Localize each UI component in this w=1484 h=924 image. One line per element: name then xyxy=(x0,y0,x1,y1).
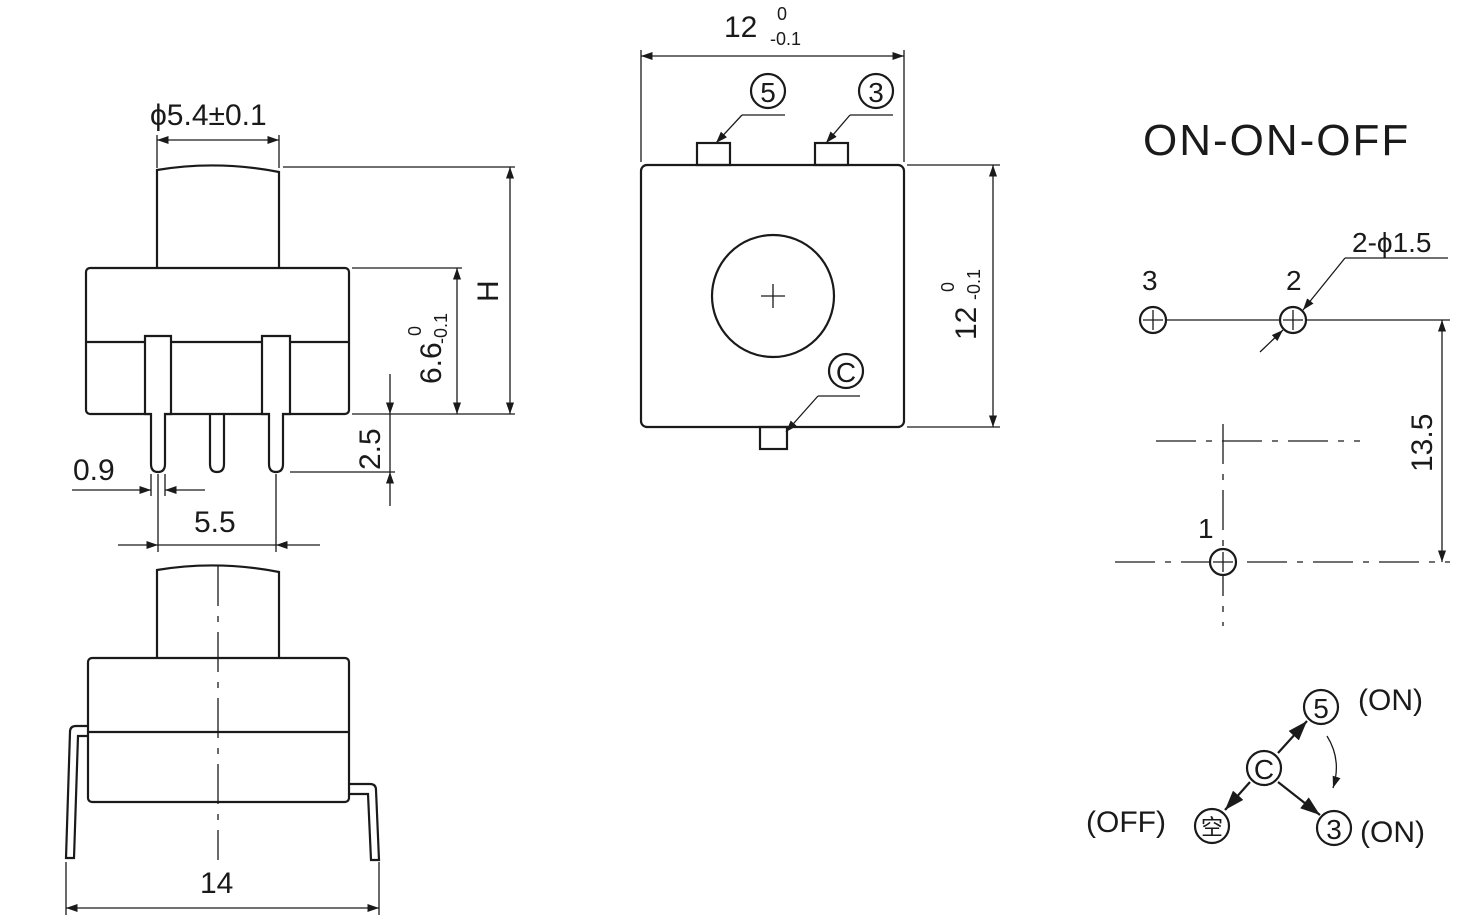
pin-middle xyxy=(208,414,226,474)
pin-1-label: 1 xyxy=(1198,513,1214,544)
front-view: 14 xyxy=(64,564,381,915)
terminal-c-label: C xyxy=(836,357,856,388)
body-height-tol-upper: 0 xyxy=(405,326,425,336)
off-label: (OFF) xyxy=(1086,806,1166,839)
leg-right xyxy=(349,782,381,862)
spacing-label: 13.5 xyxy=(1406,414,1439,472)
top-height-tol-lower: -0.1 xyxy=(964,269,984,300)
leg-left xyxy=(64,724,88,860)
side-view: ϕ5.4±0.1 H 6.6 0 -0.1 2.5 0.9 5.5 xyxy=(72,99,515,552)
terminal-3-callout xyxy=(857,72,895,110)
node-5 xyxy=(1302,688,1340,726)
on-top-label: (ON) xyxy=(1358,684,1423,717)
button-diameter-label: ϕ5.4±0.1 xyxy=(150,99,267,132)
terminal-5-callout xyxy=(749,72,787,110)
top-width-tol-upper: 0 xyxy=(777,4,787,24)
terminal-c-callout xyxy=(827,352,865,390)
switch-schematic: 5 (ON) C 3 (ON) 空 (OFF) xyxy=(1086,684,1425,849)
node-c-label: C xyxy=(1254,754,1274,785)
terminal-3-label: 3 xyxy=(868,77,884,108)
node-empty-label: 空 xyxy=(1201,815,1223,840)
top-button-circle xyxy=(710,233,836,359)
pin-pitch-label: 5.5 xyxy=(194,506,236,539)
hole-spec-label: 2-ϕ1.5 xyxy=(1352,227,1432,258)
node-3-label: 3 xyxy=(1326,814,1342,845)
body-height-tol-lower: -0.1 xyxy=(431,313,451,344)
top-width-label: 12 xyxy=(724,11,757,44)
pin-width-label: 0.9 xyxy=(73,454,115,487)
pin-3-label: 3 xyxy=(1142,265,1158,296)
total-height-label: H xyxy=(472,280,505,302)
top-width-tol-lower: -0.1 xyxy=(770,29,801,49)
front-button-outline xyxy=(155,564,281,658)
pin-length-label: 2.5 xyxy=(354,428,387,470)
top-height-tol-upper: 0 xyxy=(938,282,958,292)
terminal-3-tab xyxy=(813,141,850,167)
pin-right xyxy=(260,334,292,474)
button-outline xyxy=(155,164,281,268)
node-3 xyxy=(1315,809,1353,847)
node-empty xyxy=(1193,807,1231,845)
mode-title: ON-ON-OFF xyxy=(1143,116,1410,165)
top-view: 5 3 C 12 0 -0.1 12 0 -0.1 xyxy=(639,4,1000,451)
terminal-5-tab xyxy=(695,141,732,167)
front-width-label: 14 xyxy=(200,867,233,900)
top-height-label: 12 xyxy=(950,307,983,340)
on-bottom-label: (ON) xyxy=(1360,816,1425,849)
terminal-c-tab xyxy=(758,425,789,451)
footprint: ON-ON-OFF 3 2 2-ϕ1.5 1 13.5 xyxy=(1115,116,1450,626)
body-height-label: 6.6 xyxy=(415,342,448,384)
pin-left xyxy=(143,334,173,474)
node-c xyxy=(1245,749,1283,787)
pin-2-label: 2 xyxy=(1286,265,1302,296)
node-5-label: 5 xyxy=(1313,693,1329,724)
terminal-5-label: 5 xyxy=(760,77,776,108)
